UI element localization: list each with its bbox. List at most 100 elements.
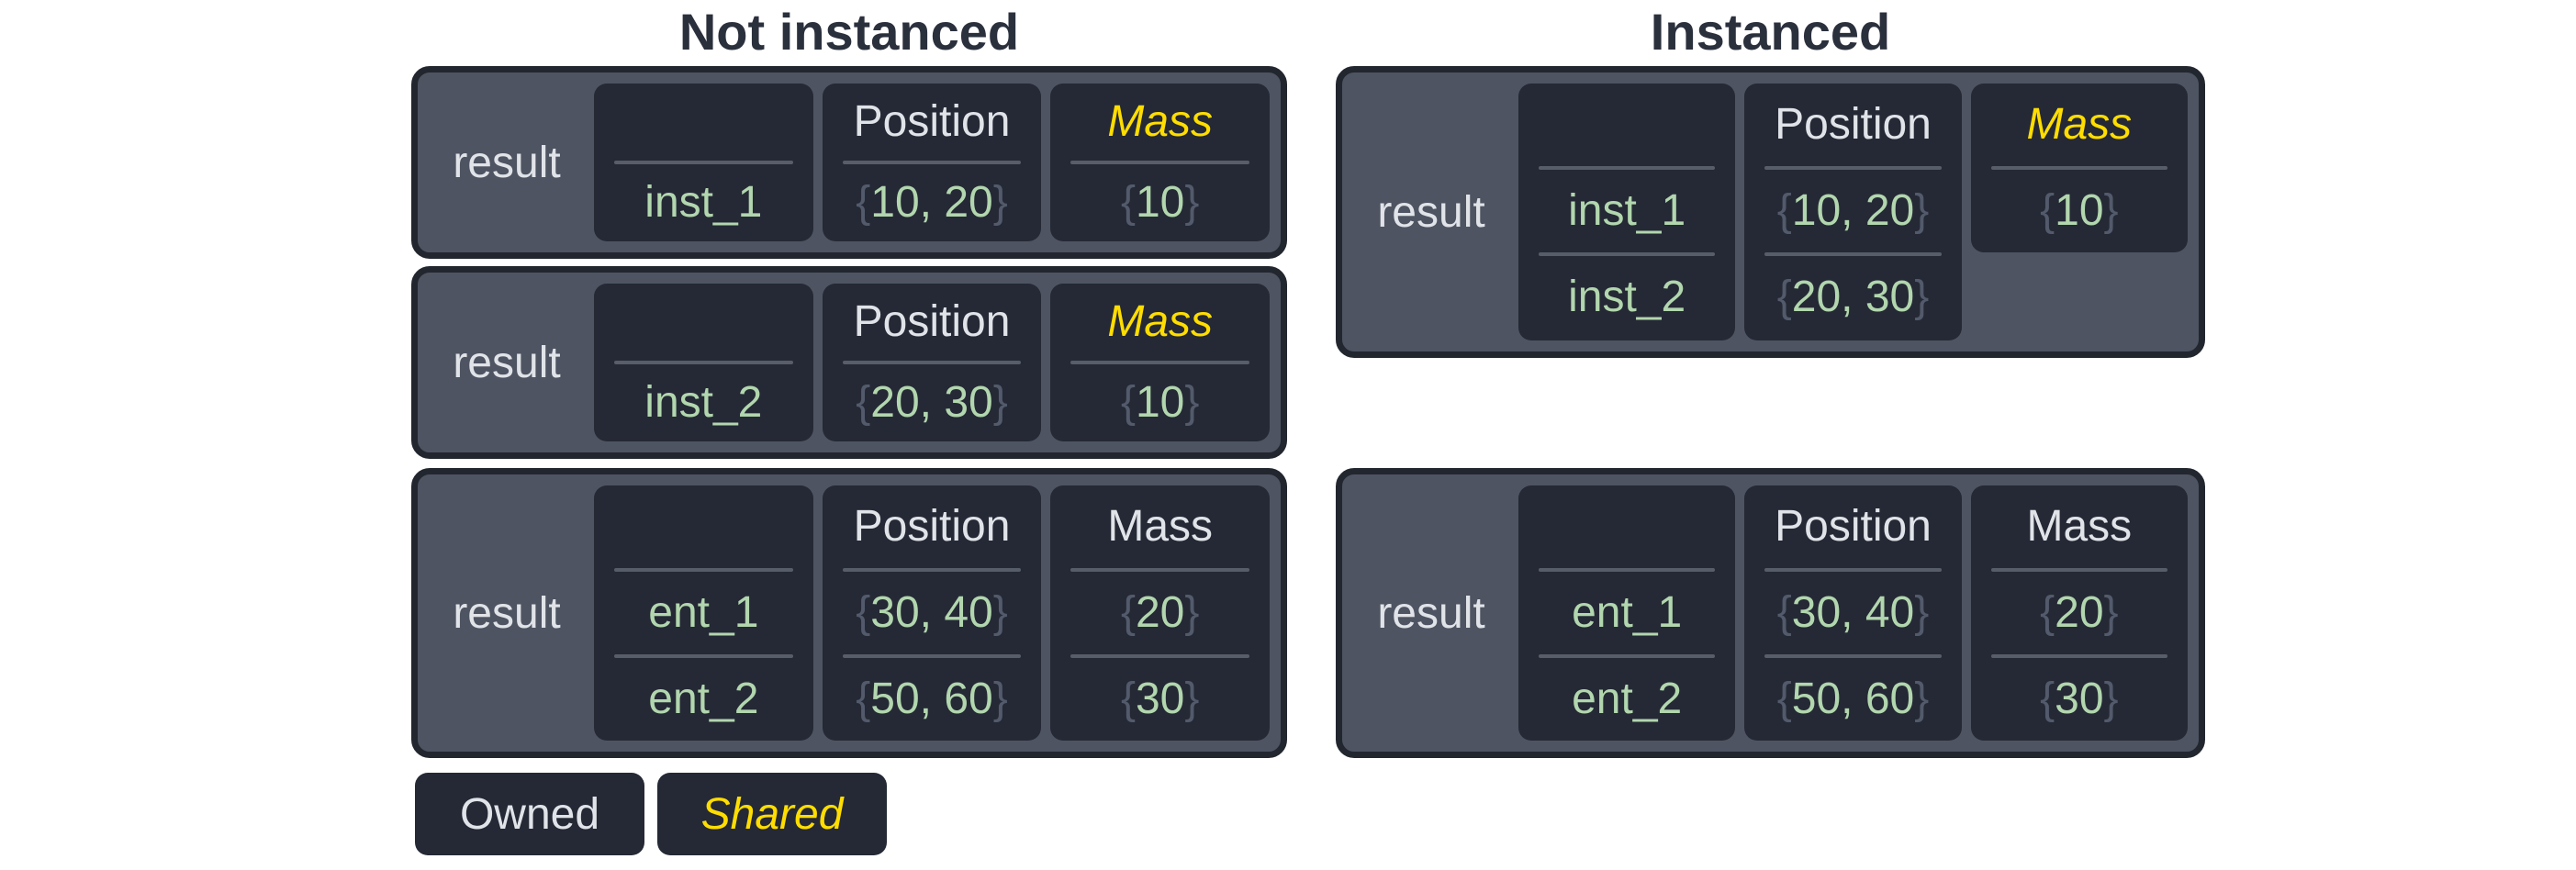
separator bbox=[614, 161, 793, 164]
cell-value: {30, 40} bbox=[1744, 572, 1961, 654]
result-table: result inst_1 inst_2 Position {10, 20} {… bbox=[1336, 66, 2205, 358]
brace-open: { bbox=[1120, 588, 1136, 637]
cell-header-blank bbox=[594, 84, 813, 161]
column-title-instanced: Instanced bbox=[1650, 3, 1891, 61]
entity-name: ent_2 bbox=[648, 675, 759, 723]
cell-value: {10} bbox=[1050, 364, 1270, 441]
brace-close: } bbox=[2103, 675, 2119, 723]
value-text: 20 bbox=[2055, 588, 2104, 637]
entity-name: inst_1 bbox=[644, 178, 763, 227]
brace-open: { bbox=[2040, 588, 2055, 637]
separator bbox=[1990, 654, 2167, 658]
brace-close: } bbox=[1914, 675, 1930, 723]
brace-close: } bbox=[1914, 588, 1930, 637]
position-cell: Position {30, 40} {50, 60} bbox=[822, 485, 1042, 741]
entity-cell: inst_1 inst_2 bbox=[1518, 84, 1736, 340]
cell-value: {30} bbox=[1971, 658, 2188, 741]
entity-name: ent_2 bbox=[1572, 675, 1683, 723]
cell-value: {10} bbox=[1971, 170, 2188, 252]
separator bbox=[614, 568, 793, 572]
brace-open: { bbox=[2040, 675, 2055, 723]
cell-value: {10, 20} bbox=[823, 164, 1042, 241]
mass-cell: Mass {20} {30} bbox=[1050, 485, 1271, 741]
separator bbox=[842, 654, 1022, 658]
brace-close: } bbox=[1184, 588, 1200, 637]
entity-cell: ent_1 ent_2 bbox=[594, 485, 813, 741]
entity-name: ent_1 bbox=[648, 588, 759, 637]
value-text: 30, 40 bbox=[1791, 588, 1915, 637]
value-text: 20, 30 bbox=[1791, 273, 1915, 321]
entity-name: ent_1 bbox=[1572, 588, 1683, 637]
not-instanced-column: Not instanced result inst_1 Position {10… bbox=[411, 0, 1287, 870]
brace-close: } bbox=[1184, 378, 1200, 427]
value-text: 20 bbox=[1135, 588, 1185, 637]
separator bbox=[1764, 252, 1942, 256]
brace-open: { bbox=[1776, 186, 1792, 235]
separator bbox=[1070, 654, 1250, 658]
brace-close: } bbox=[992, 378, 1008, 427]
cells-group: inst_1 Position {10, 20} Mass {10} bbox=[594, 84, 1271, 241]
mass-cell: Mass {10} bbox=[1050, 84, 1271, 241]
cell-value: {50, 60} bbox=[1744, 658, 1961, 741]
value-text: 50, 60 bbox=[1791, 675, 1915, 723]
value-text: 10 bbox=[2055, 186, 2104, 235]
brace-open: { bbox=[2040, 186, 2055, 235]
brace-close: } bbox=[992, 178, 1008, 227]
separator bbox=[1070, 361, 1250, 364]
cell-value: {10, 20} bbox=[1744, 170, 1961, 252]
column-title-not-instanced: Not instanced bbox=[678, 3, 1020, 61]
cell-header-blank bbox=[1518, 485, 1735, 568]
cell-header-position: Position bbox=[1775, 502, 1932, 551]
result-table: result inst_1 Position {10, 20} Mass {10… bbox=[411, 66, 1287, 259]
brace-open: { bbox=[856, 675, 871, 723]
cell-header-mass-shared: Mass bbox=[1107, 297, 1214, 346]
cell-header-blank bbox=[594, 485, 813, 568]
brace-close: } bbox=[992, 675, 1008, 723]
mass-cell: Mass {10} bbox=[1050, 284, 1271, 441]
value-text: 50, 60 bbox=[870, 675, 993, 723]
cell-header-blank bbox=[594, 284, 813, 361]
cell-value: {20} bbox=[1971, 572, 2188, 654]
separator bbox=[842, 361, 1022, 364]
cell-value: {30} bbox=[1050, 658, 1270, 741]
brace-close: } bbox=[992, 588, 1008, 637]
value-text: 10, 20 bbox=[870, 178, 993, 227]
value-text: 30 bbox=[1135, 675, 1185, 723]
value-text: 10 bbox=[1135, 378, 1185, 427]
separator bbox=[1539, 654, 1716, 658]
brace-open: { bbox=[1776, 588, 1792, 637]
separator bbox=[1539, 568, 1716, 572]
cells-group: inst_1 inst_2 Position {10, 20} {20, 30}… bbox=[1518, 84, 2188, 340]
brace-open: { bbox=[856, 378, 871, 427]
separator bbox=[1539, 166, 1716, 170]
entity-name: inst_2 bbox=[1568, 273, 1686, 321]
separator bbox=[1990, 568, 2167, 572]
cell-value: {30, 40} bbox=[823, 572, 1042, 654]
result-label: result bbox=[1377, 187, 1485, 237]
cell-value: {20, 30} bbox=[1744, 256, 1961, 339]
separator bbox=[1764, 568, 1942, 572]
result-table: result ent_1 ent_2 Position {30, 40} {50… bbox=[411, 468, 1287, 758]
entity-name: inst_2 bbox=[644, 378, 763, 427]
cell-header-mass-shared: Mass bbox=[2026, 100, 2133, 149]
cell-header-blank bbox=[1518, 84, 1735, 166]
legend: Owned Shared bbox=[415, 773, 887, 855]
brace-open: { bbox=[1120, 675, 1136, 723]
cell-value: {50, 60} bbox=[823, 658, 1042, 741]
separator bbox=[842, 161, 1022, 164]
cell-value: {20} bbox=[1050, 572, 1270, 654]
separator bbox=[614, 654, 793, 658]
entity-cell: inst_2 bbox=[594, 284, 813, 441]
mass-cell-shared-short: Mass {10} bbox=[1970, 84, 2188, 252]
value-text: 20, 30 bbox=[870, 378, 993, 427]
separator bbox=[1764, 166, 1942, 170]
brace-open: { bbox=[856, 588, 871, 637]
value-text: 30 bbox=[2055, 675, 2104, 723]
cell-header-position: Position bbox=[853, 502, 1011, 551]
cell-value: {20, 30} bbox=[823, 364, 1042, 441]
separator bbox=[1764, 654, 1942, 658]
cells-group: ent_1 ent_2 Position {30, 40} {50, 60} M… bbox=[1518, 485, 2188, 741]
cells-group: inst_2 Position {20, 30} Mass {10} bbox=[594, 284, 1271, 441]
brace-open: { bbox=[1776, 273, 1792, 321]
